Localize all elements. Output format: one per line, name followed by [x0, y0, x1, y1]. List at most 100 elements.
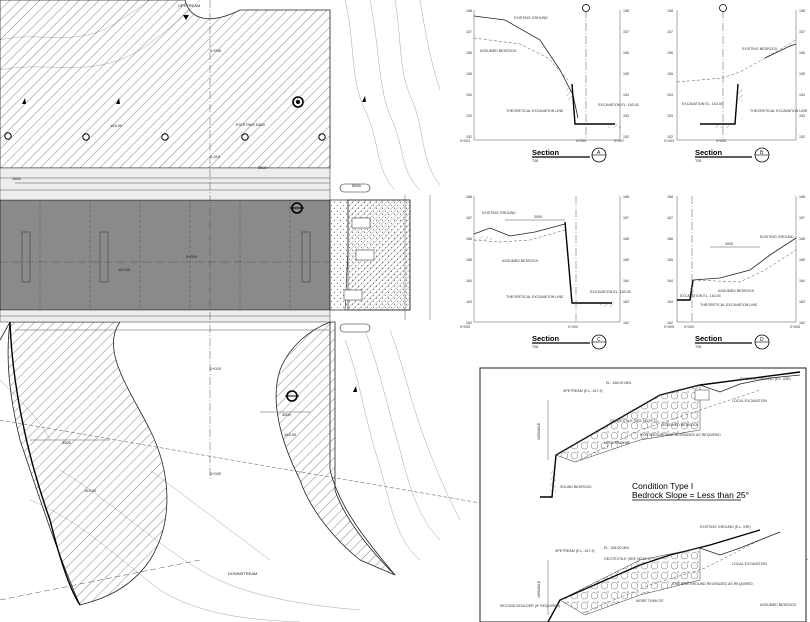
svg-text:EXCAVATION EL. 163.00: EXCAVATION EL. 163.00 — [680, 294, 721, 298]
svg-text:0+000: 0+000 — [716, 139, 726, 143]
svg-text:155: 155 — [799, 72, 805, 76]
svg-text:T08: T08 — [532, 345, 538, 349]
svg-text:T08: T08 — [532, 159, 538, 163]
svg-text:154: 154 — [667, 93, 673, 97]
marker-circle — [292, 96, 304, 108]
svg-text:168: 168 — [466, 195, 472, 199]
svg-text:163: 163 — [667, 300, 673, 304]
svg-text:152: 152 — [466, 135, 472, 139]
svg-text:163.00: 163.00 — [110, 123, 123, 128]
svg-text:0+000: 0+000 — [684, 325, 694, 329]
svg-text:EXISTING GROUND REGRADED AS RE: EXISTING GROUND REGRADED AS REQUIRED — [672, 582, 753, 586]
section-c: EXISTING GROUND ASSUMED BEDROCK THEORETI… — [460, 195, 631, 350]
svg-text:0+005: 0+005 — [664, 325, 674, 329]
svg-text:LESS THAN 25°: LESS THAN 25° — [604, 441, 631, 445]
svg-text:THEORETICAL EXCAVATION LINE: THEORETICAL EXCAVATION LINE — [506, 295, 564, 299]
svg-text:153: 153 — [799, 114, 805, 118]
svg-text:163: 163 — [799, 300, 805, 304]
svg-text:THEORETICAL EXCAVATION LINE: THEORETICAL EXCAVATION LINE — [750, 109, 808, 113]
svg-text:3000: 3000 — [534, 215, 542, 219]
svg-text:155: 155 — [667, 72, 673, 76]
svg-text:165: 165 — [623, 258, 629, 262]
svg-text:156: 156 — [466, 51, 472, 55]
svg-text:154: 154 — [799, 93, 805, 97]
svg-text:0+000: 0+000 — [568, 325, 578, 329]
svg-text:LOCAL EXCAVATION: LOCAL EXCAVATION — [732, 399, 767, 403]
section-b: EXISTING BEDROCK EXCAVATION EL. 163.00 T… — [664, 4, 808, 163]
section-a-mark: A — [597, 150, 601, 156]
svg-text:LOCAL EXCAVATION: LOCAL EXCAVATION — [732, 562, 767, 566]
svg-text:164: 164 — [623, 279, 629, 283]
svg-text:EXCAVATION EL. 163.00: EXCAVATION EL. 163.00 — [682, 102, 723, 106]
svg-text:156: 156 — [667, 51, 673, 55]
svg-text:EL. 168.00 MIN.: EL. 168.00 MIN. — [604, 546, 630, 550]
svg-text:0+005: 0+005 — [790, 325, 800, 329]
svg-text:EXISTING GROUND (E.L. INR): EXISTING GROUND (E.L. INR) — [740, 377, 791, 381]
downstream-hatched-area-right — [275, 321, 396, 576]
svg-text:163.00: 163.00 — [118, 267, 131, 272]
svg-text:165: 165 — [667, 258, 673, 262]
svg-text:0+007: 0+007 — [614, 139, 624, 143]
svg-text:0+003: 0+003 — [460, 139, 470, 143]
svg-text:ASSUMED BEDROCK: ASSUMED BEDROCK — [662, 423, 699, 427]
svg-text:166: 166 — [623, 237, 629, 241]
svg-text:166: 166 — [667, 237, 673, 241]
svg-text:168: 168 — [799, 195, 805, 199]
svg-text:167: 167 — [799, 216, 805, 220]
downstream-label: DOWNSTREAM — [228, 571, 257, 576]
svg-text:152: 152 — [799, 135, 805, 139]
svg-text:164: 164 — [466, 279, 472, 283]
svg-text:0+010: 0+010 — [210, 366, 222, 371]
section-c-mark: C — [597, 337, 601, 343]
dam-body — [0, 199, 331, 311]
svg-text:3500: 3500 — [62, 440, 72, 445]
section-d-title: Section — [695, 334, 723, 343]
svg-text:SPETREAM (E.L. 167.3): SPETREAM (E.L. 167.3) — [555, 549, 595, 553]
svg-text:MORE THAN 25°: MORE THAN 25° — [636, 599, 664, 603]
svg-text:164: 164 — [667, 279, 673, 283]
svg-text:VARIABLE: VARIABLE — [537, 580, 541, 598]
svg-text:158: 158 — [623, 9, 629, 13]
svg-text:154: 154 — [466, 93, 472, 97]
section-a-title: Section — [532, 148, 560, 157]
svg-text:163.00: 163.00 — [84, 488, 97, 493]
svg-text:162: 162 — [799, 321, 805, 325]
section-b-mark: B — [760, 150, 764, 156]
svg-text:EXCAVATION EL. 163.00: EXCAVATION EL. 163.00 — [590, 290, 631, 294]
svg-text:153: 153 — [667, 114, 673, 118]
svg-text:162: 162 — [667, 321, 673, 325]
svg-text:GEOTEXTILE (SEE NOTE 1): GEOTEXTILE (SEE NOTE 1) — [604, 557, 651, 561]
downstream-hatched-area-left — [7, 321, 168, 606]
svg-text:THEORETICAL EXCAVATION LINE: THEORETICAL EXCAVATION LINE — [506, 109, 564, 113]
svg-text:167: 167 — [667, 216, 673, 220]
svg-text:ASSUMED BEDROCK: ASSUMED BEDROCK — [718, 289, 755, 293]
svg-text:0-010: 0-010 — [210, 154, 221, 159]
svg-text:T08: T08 — [695, 345, 701, 349]
svg-text:156: 156 — [799, 51, 805, 55]
svg-text:5600: 5600 — [352, 183, 362, 188]
svg-text:155: 155 — [623, 72, 629, 76]
svg-text:EXISTING GROUND (E.L. INR): EXISTING GROUND (E.L. INR) — [700, 525, 751, 529]
svg-text:157: 157 — [623, 30, 629, 34]
svg-text:0+000: 0+000 — [186, 254, 198, 259]
svg-text:3500: 3500 — [282, 412, 292, 417]
svg-text:158: 158 — [667, 9, 673, 13]
svg-text:SOUND BEDROCK: SOUND BEDROCK — [560, 485, 592, 489]
svg-text:ASSUMED BEDROCK: ASSUMED BEDROCK — [760, 603, 797, 607]
svg-text:157: 157 — [667, 30, 673, 34]
svg-text:EXISTING GROUND: EXISTING GROUND — [760, 235, 794, 239]
svg-text:VARIABLE: VARIABLE — [537, 422, 541, 440]
svg-text:163: 163 — [623, 300, 629, 304]
svg-text:152: 152 — [623, 135, 629, 139]
svg-text:165: 165 — [799, 258, 805, 262]
svg-text:158: 158 — [466, 9, 472, 13]
svg-text:166: 166 — [466, 237, 472, 241]
svg-text:155: 155 — [466, 72, 472, 76]
upstream-hatched-area — [0, 0, 331, 169]
svg-text:165: 165 — [466, 258, 472, 262]
svg-text:2500: 2500 — [258, 165, 268, 170]
condition-title: Condition Type I — [632, 481, 693, 491]
svg-text:156: 156 — [623, 51, 629, 55]
